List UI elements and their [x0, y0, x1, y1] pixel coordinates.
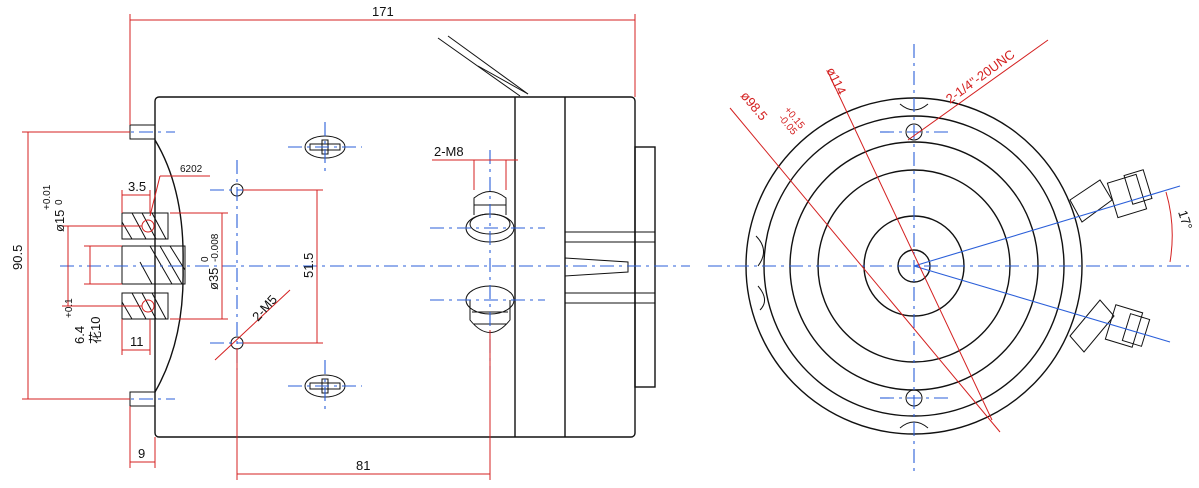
key-label: 花10 [88, 317, 103, 344]
dim-bolt-circle-114: ø114 [823, 65, 849, 97]
svg-text:-0.008: -0.008 [210, 233, 221, 262]
thread-m5: 2-M5 [249, 292, 280, 324]
svg-text:0: 0 [54, 199, 65, 205]
dim-9: 9 [138, 446, 145, 461]
dim-shaft-diameter: ø15 [52, 210, 67, 232]
dim-51-5: 51.5 [301, 253, 316, 278]
svg-text:+0.1: +0.1 [64, 298, 75, 318]
dim-key-height: 6.4 [72, 326, 87, 344]
bearing-6202: 6202 [180, 164, 203, 175]
angle-17: 17° [1175, 208, 1195, 231]
dim-pilot-diameter: ø35 [206, 268, 221, 290]
dim-81: 81 [356, 458, 370, 473]
motor-body-outline [154, 96, 636, 438]
dim-11: 11 [130, 334, 144, 349]
dim-90-5: 90.5 [10, 245, 25, 270]
dim-shaft-tol: +0.01 [42, 184, 53, 210]
mount-hole-top [905, 123, 923, 141]
dim-3-5: 3.5 [128, 179, 146, 194]
end-plate [634, 146, 656, 388]
thread-m8: 2-M8 [434, 144, 464, 159]
dim-bolt-circle-98: ø98.5 [738, 88, 771, 123]
terminal-right-lower [1069, 299, 1151, 353]
side-view: 171 90.5 51.5 81 9 11 3.5 6202 ø15 +0.01… [10, 4, 690, 480]
terminal-right-upper [1069, 169, 1153, 223]
svg-text:0: 0 [200, 256, 211, 262]
end-view: ø98.5 +0.15 -0.05 ø114 2-1/4"-20UNC 17° [708, 39, 1195, 476]
dim-171: 171 [372, 4, 394, 19]
mount-thread-label: 2-1/4"-20UNC [943, 47, 1018, 107]
